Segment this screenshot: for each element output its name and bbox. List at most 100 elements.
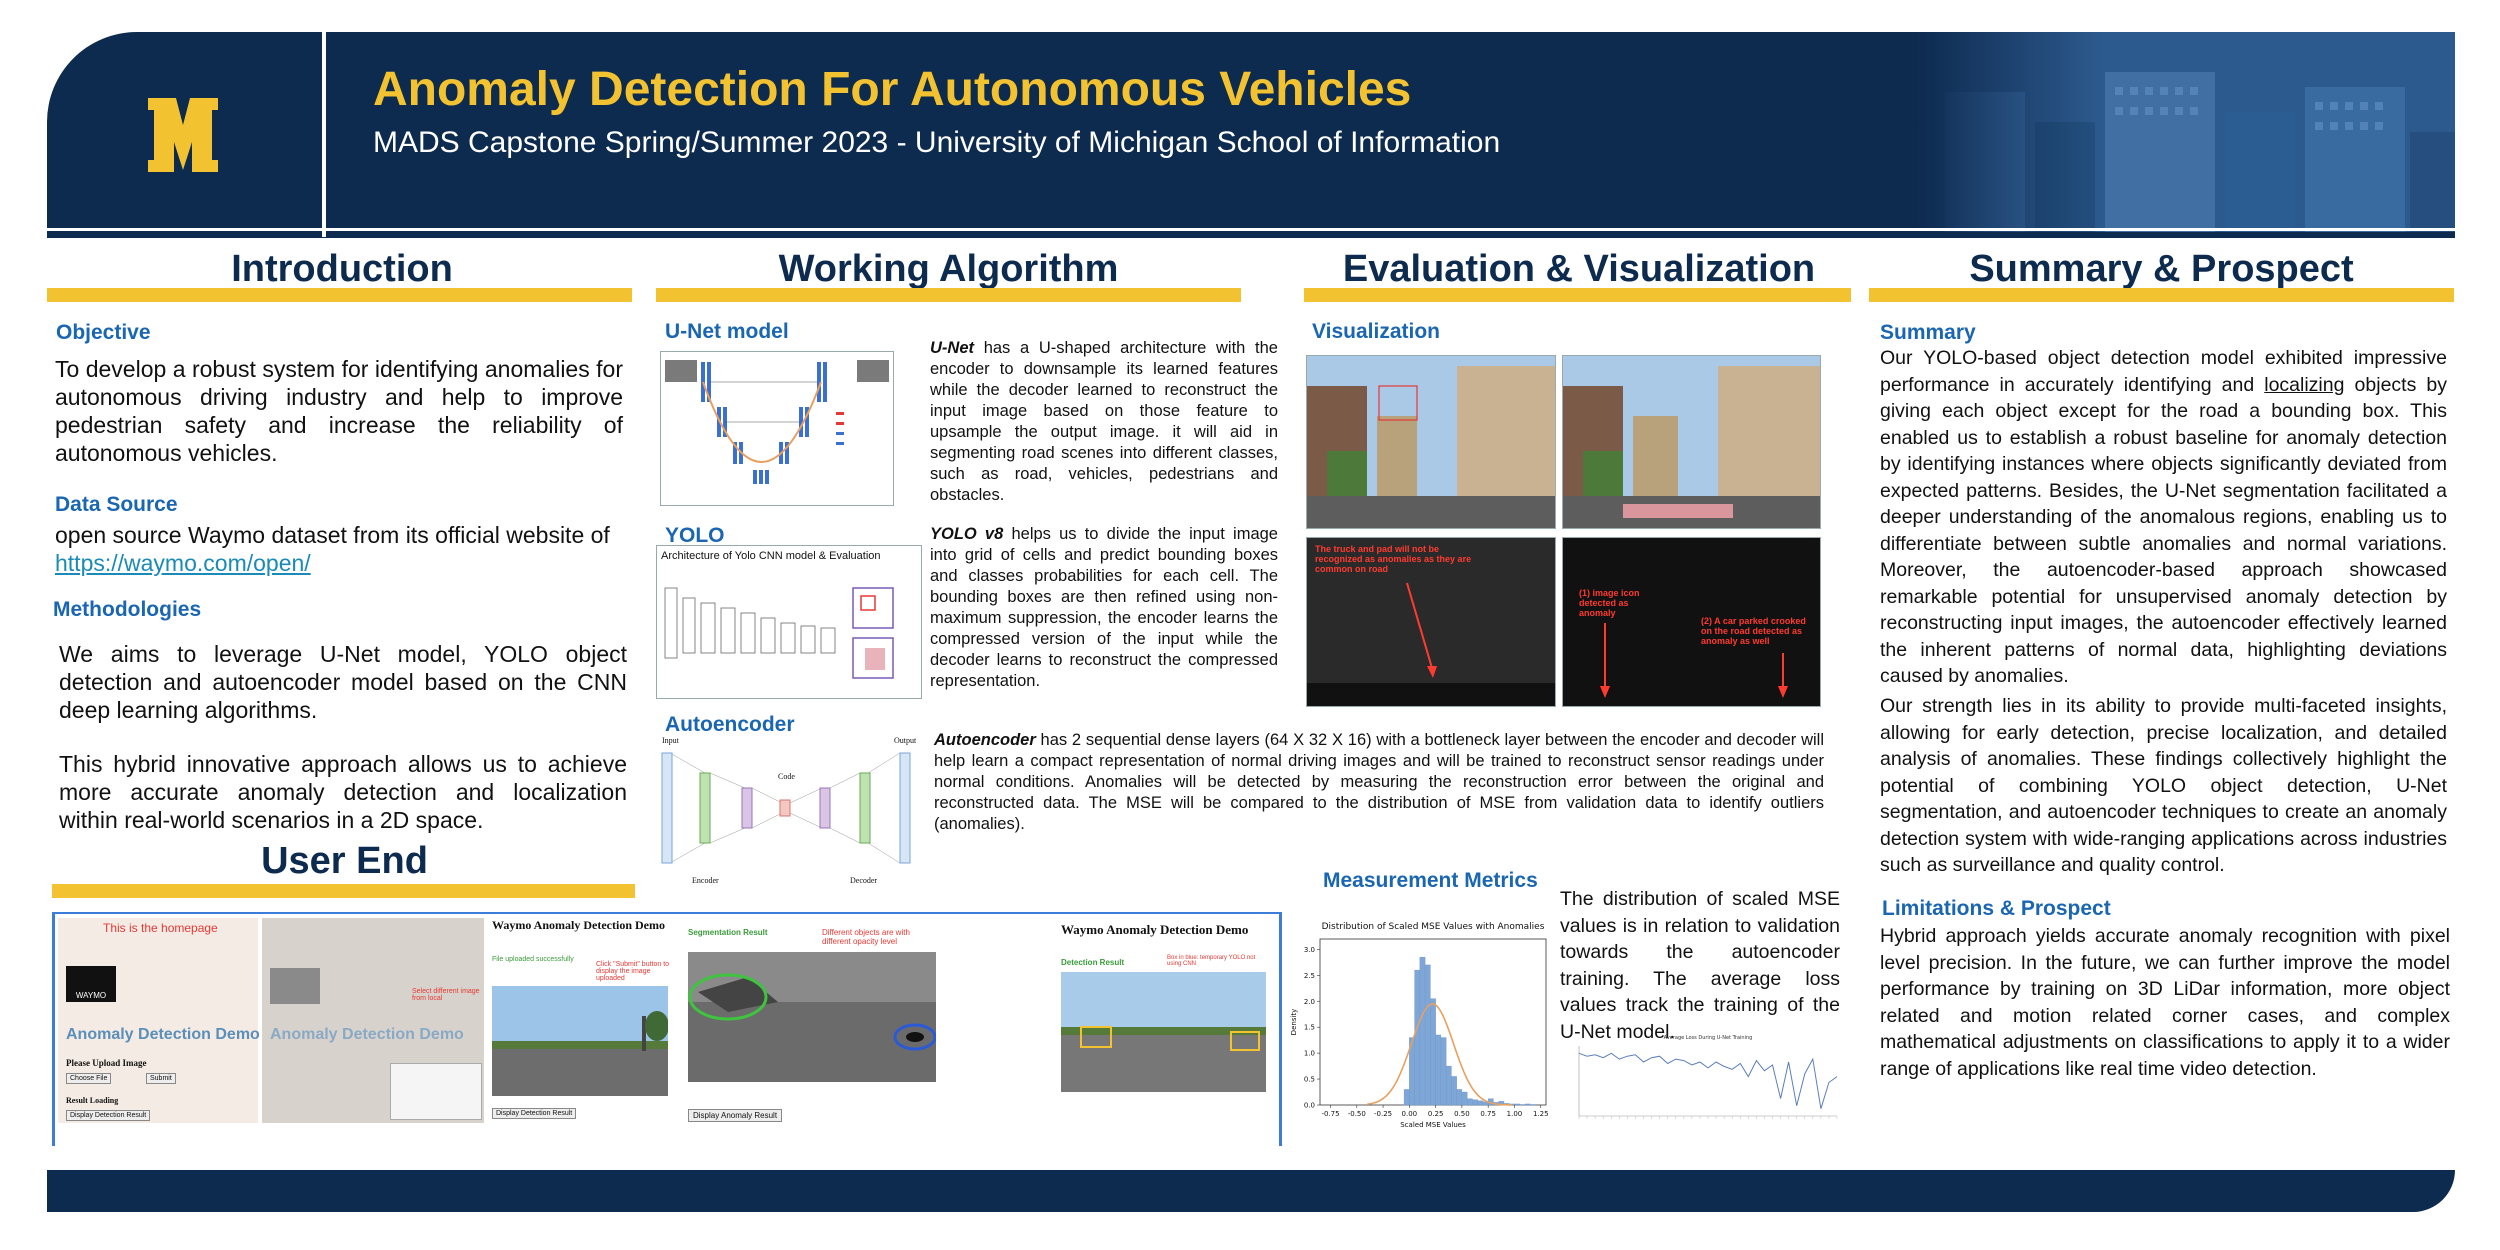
- x-tick-label: 0.25: [1428, 1110, 1444, 1118]
- university-logo: [90, 70, 275, 220]
- ae-decoder-label: Decoder: [850, 876, 878, 885]
- street-image-original: [1306, 355, 1556, 529]
- x-tick-label: -0.75: [1321, 1110, 1339, 1118]
- working-algorithm-bar: [656, 288, 1241, 302]
- app-title: Waymo Anomaly Detection Demo: [492, 918, 665, 932]
- y-tick-label: 2.0: [1304, 998, 1315, 1006]
- mse-histogram-chart: Distribution of Scaled MSE Values with A…: [1290, 922, 1549, 1129]
- histogram-bar: [1466, 1098, 1473, 1106]
- working-algorithm-title: Working Algorithm: [778, 248, 1119, 290]
- street-photo: [492, 986, 668, 1096]
- methodologies-heading: Methodologies: [53, 598, 202, 621]
- yolo-architecture-figure: Architecture of Yolo CNN model & Evaluat…: [656, 545, 922, 699]
- submit-button[interactable]: Submit: [146, 1073, 176, 1084]
- poster-title: Anomaly Detection For Autonomous Vehicle…: [373, 63, 1412, 116]
- demo-title-faded: Anomaly Detection Demo: [270, 1026, 464, 1043]
- submit-note: Click "Submit" button to display the ima…: [596, 961, 670, 982]
- histogram-bar: [1440, 1037, 1447, 1106]
- ae-input-label: Input: [662, 736, 679, 745]
- segmentation-label: Segmentation Result: [688, 928, 768, 937]
- waymo-logo-faded: [270, 968, 320, 1004]
- visualization-heading: Visualization: [1312, 320, 1440, 343]
- unet-description: U-Net has a U-shaped architecture with t…: [930, 339, 1278, 504]
- autoencoder-description: Autoencoder has 2 sequential dense layer…: [934, 731, 1824, 833]
- detection-image: [1061, 972, 1266, 1092]
- histogram-bar: [1456, 1089, 1463, 1106]
- anomaly-note-3: (2) A car parked crooked on the road det…: [1701, 616, 1806, 646]
- histogram-title: Distribution of Scaled MSE Values with A…: [1322, 922, 1545, 932]
- ae-output-label: Output: [894, 736, 916, 745]
- file-dialog[interactable]: [390, 1063, 482, 1120]
- unet-architecture-figure: [660, 351, 894, 506]
- methodologies-text-2: This hybrid innovative approach allows u…: [59, 751, 627, 833]
- choose-file-button[interactable]: Choose File: [66, 1073, 112, 1084]
- summary-title: Summary & Prospect: [1969, 248, 2354, 290]
- introduction-title: Introduction: [231, 248, 453, 290]
- segmentation-image: [688, 952, 936, 1082]
- histogram-bar: [1424, 964, 1431, 1106]
- homepage-note: This is the homepage: [103, 921, 218, 935]
- user-end-title: User End: [261, 840, 428, 882]
- detection-screen: Waymo Anomaly Detection Demo Detection R…: [977, 922, 1277, 1127]
- summary-heading: Summary: [1880, 321, 1976, 344]
- summary-text-1: Our YOLO-based object detection model ex…: [1880, 347, 2448, 687]
- autoencoder-figure: Input Output Code Encoder Decoder: [660, 736, 916, 886]
- waymo-link[interactable]: https://waymo.com/open/: [55, 550, 311, 576]
- evaluation-title: Evaluation & Visualization: [1342, 248, 1816, 290]
- unet-heading: U-Net model: [665, 320, 789, 343]
- select-note: Select different image from local: [412, 988, 480, 1002]
- x-tick-label: 0.75: [1480, 1110, 1496, 1118]
- result-label: Result Loading: [66, 1096, 119, 1105]
- methodologies-text-1: We aims to leverage U-Net model, YOLO ob…: [59, 641, 627, 723]
- demo-title: Anomaly Detection Demo: [66, 1026, 260, 1043]
- loss-line: [1578, 1052, 1838, 1109]
- autoencoder-heading: Autoencoder: [665, 713, 795, 736]
- histogram-bar: [1419, 956, 1426, 1106]
- anomaly-note-2: (1) image icon detected as anomaly: [1579, 588, 1640, 618]
- limitations-text: Hybrid approach yields accurate anomaly …: [1880, 925, 2450, 1080]
- histogram-bar: [1451, 1076, 1457, 1106]
- uploaded-screen: Waymo Anomaly Detection Demo File upload…: [488, 916, 678, 1126]
- poster-subtitle: MADS Capstone Spring/Summer 2023 - Unive…: [373, 126, 1501, 159]
- histogram-bar: [1430, 998, 1436, 1106]
- data-source-heading: Data Source: [55, 493, 178, 516]
- detection-label: Detection Result: [1061, 958, 1125, 967]
- display-result-button[interactable]: Display Detection Result: [492, 1108, 577, 1119]
- yolo-heading: YOLO: [665, 524, 725, 547]
- frame-edge-left: [52, 912, 55, 1146]
- display-anomaly-button[interactable]: Display Anomaly Result: [688, 1109, 783, 1122]
- user-end-bar: [52, 884, 635, 898]
- anomaly-map-1: The truck and pad will not be recognized…: [1306, 537, 1556, 707]
- header-rule: [47, 232, 2455, 238]
- summary-bar: [1869, 288, 2454, 302]
- y-tick-label: 0.0: [1304, 1102, 1315, 1110]
- objective-heading: Objective: [56, 321, 151, 344]
- ae-encoder-label: Encoder: [692, 876, 719, 885]
- anomaly-map-2: (1) image icon detected as anomaly (2) A…: [1562, 537, 1821, 707]
- metrics-text: The distribution of scaled MSE values is…: [1560, 888, 1840, 1043]
- x-tick-label: 0.00: [1402, 1110, 1418, 1118]
- y-axis-label: Density: [1290, 1009, 1298, 1036]
- header-divider: [322, 32, 326, 237]
- waymo-logo: WAYMO: [66, 966, 116, 1002]
- x-axis-label: Scaled MSE Values: [1400, 1121, 1466, 1129]
- histogram-bar: [1514, 1103, 1520, 1106]
- uploaded-note: File uploaded successfully: [492, 956, 574, 963]
- poster-header: [47, 32, 2455, 232]
- frame-edge-right: [1279, 912, 1282, 1146]
- training-loss-chart: Average Loss During U-Net Training: [1578, 1035, 1838, 1119]
- y-tick-label: 0.5: [1304, 1076, 1315, 1084]
- street-image-segmented: [1562, 355, 1821, 529]
- introduction-bar: [47, 288, 632, 302]
- histogram-bar: [1477, 1100, 1484, 1106]
- y-tick-label: 3.0: [1304, 946, 1315, 954]
- x-tick-label: 1.25: [1533, 1110, 1549, 1118]
- frame-edge-top: [52, 912, 1282, 914]
- loss-chart-title: Average Loss During U-Net Training: [1664, 1035, 1753, 1041]
- histogram-bar: [1414, 969, 1421, 1106]
- evaluation-bar: [1304, 288, 1851, 302]
- display-detection-button[interactable]: Display Detection Result: [66, 1110, 151, 1121]
- objective-text: To develop a robust system for identifyi…: [55, 356, 623, 466]
- upload-label: Please Upload Image: [66, 1058, 147, 1068]
- data-source-text: open source Waymo dataset from its offic…: [55, 522, 610, 548]
